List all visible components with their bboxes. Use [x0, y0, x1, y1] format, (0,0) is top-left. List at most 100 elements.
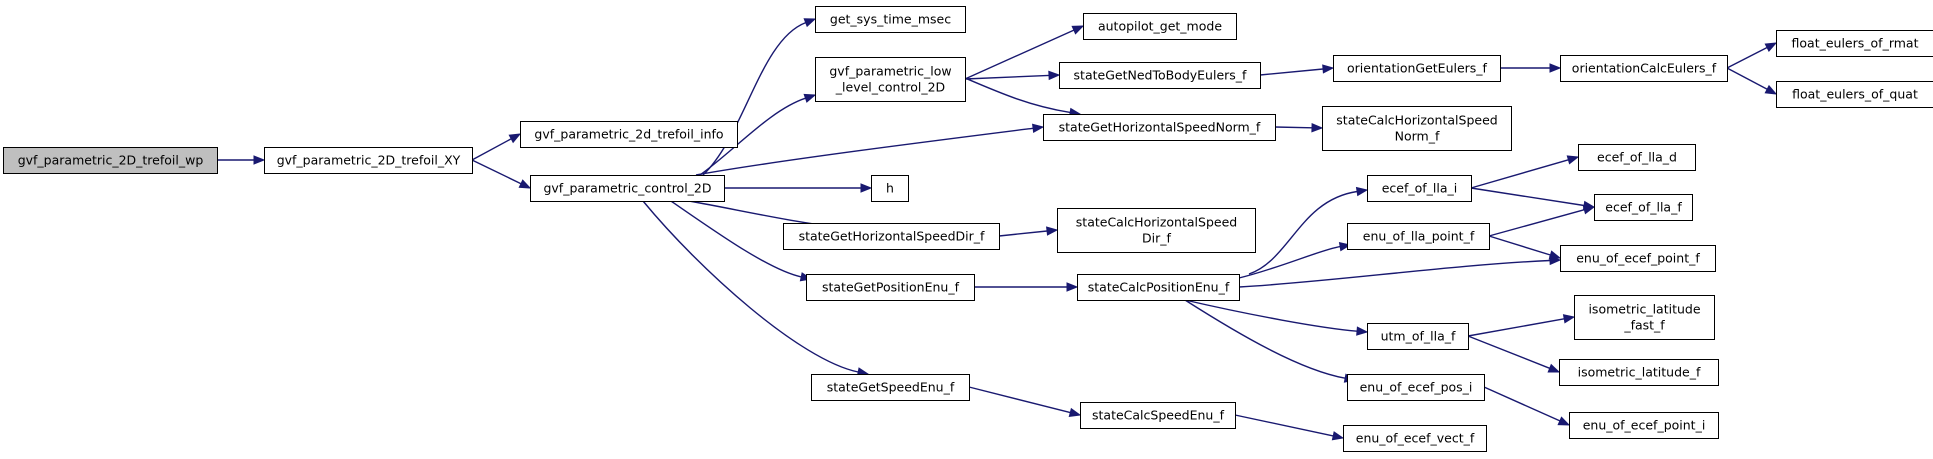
function-node-enu_lla_pt[interactable]: enu_of_lla_point_f — [1347, 223, 1490, 250]
arrowhead-time — [803, 18, 817, 28]
node-label: gvf_parametric_2d_trefoil_info — [534, 127, 723, 142]
function-node-calc_posenu[interactable]: stateCalcPositionEnu_f — [1077, 274, 1240, 301]
arrowhead-eul_quat — [1764, 84, 1778, 95]
function-node-calc_speedenu[interactable]: stateCalcSpeedEnu_f — [1080, 402, 1236, 429]
call-edge-ctrl-to-posenu — [670, 200, 802, 278]
function-node-eul_rmat[interactable]: float_eulers_of_rmat — [1776, 30, 1933, 57]
node-label: orientationCalcEulers_f — [1572, 61, 1717, 76]
node-box — [1594, 194, 1693, 221]
call-edge-orient_calc-to-eul_quat — [1726, 67, 1768, 90]
function-node-enu_ecef_vect[interactable]: enu_of_ecef_vect_f — [1343, 425, 1487, 452]
function-node-ecef_lla_f[interactable]: ecef_of_lla_f — [1594, 194, 1693, 221]
call-edge-nedbody-to-orient — [1259, 68, 1324, 76]
arrowhead-orient_calc — [1549, 63, 1562, 73]
node-label: h — [886, 181, 894, 196]
function-node-apmode[interactable]: autopilot_get_mode — [1083, 13, 1237, 40]
function-node-ecef_lla_i[interactable]: ecef_of_lla_i — [1367, 175, 1472, 202]
arrowhead-low — [803, 93, 817, 103]
function-node-wp[interactable]: gvf_parametric_2D_trefoil_wp — [3, 147, 218, 174]
node-label: enu_of_ecef_point_f — [1576, 251, 1700, 266]
node-label: ecef_of_lla_d — [1597, 150, 1677, 165]
call-edge-low-to-apmode — [964, 29, 1075, 80]
function-node-hsdir[interactable]: stateGetHorizontalSpeedDir_f — [783, 223, 1000, 250]
node-label: enu_of_ecef_point_i — [1583, 418, 1706, 433]
arrowhead-ctrl — [518, 179, 532, 189]
arrowhead-iso — [1547, 363, 1561, 373]
node-box — [1057, 208, 1256, 253]
function-nodes: gvf_parametric_2D_trefoil_wp gvf_parametr… — [3, 6, 1933, 452]
node-label: stateCalcPositionEnu_f — [1088, 280, 1230, 295]
node-box — [1574, 295, 1715, 340]
function-node-hsnorm[interactable]: stateGetHorizontalSpeedNorm_f — [1043, 114, 1276, 141]
arrowhead-calc_posenu — [1066, 282, 1079, 292]
call-edge-calc_posenu-to-ecef_lla_i — [1248, 190, 1358, 275]
node-label: gvf_parametric_low — [829, 64, 951, 79]
function-node-info[interactable]: gvf_parametric_2d_trefoil_info — [520, 121, 738, 148]
function-node-posenu[interactable]: stateGetPositionEnu_f — [806, 274, 975, 301]
call-edge-enu_lla_pt-to-enu_ecef_pt_f — [1488, 235, 1551, 256]
call-edge-ctrl-to-low — [699, 97, 806, 176]
arrowhead-info — [508, 133, 522, 144]
node-box — [1347, 374, 1485, 401]
node-box — [1776, 81, 1933, 108]
function-node-iso[interactable]: isometric_latitude_f — [1559, 359, 1719, 386]
arrowhead-enu_ecef_vect — [1331, 431, 1345, 441]
function-node-ctrl[interactable]: gvf_parametric_control_2D — [530, 175, 725, 202]
call-edge-speedenu-to-calc_speedenu — [968, 386, 1071, 414]
node-label: isometric_latitude_f — [1578, 365, 1701, 380]
node-box — [815, 6, 966, 33]
node-label: autopilot_get_mode — [1098, 19, 1222, 34]
function-node-iso_fast[interactable]: isometric_latitude_fast_f — [1574, 295, 1715, 340]
function-node-enu_ecef_pt_i[interactable]: enu_of_ecef_point_i — [1569, 412, 1719, 439]
node-label: gvf_parametric_control_2D — [543, 181, 711, 196]
node-box — [1322, 106, 1512, 151]
node-box — [1367, 175, 1472, 202]
node-box — [1560, 55, 1728, 82]
node-label: float_eulers_of_quat — [1792, 87, 1918, 102]
arrowhead-calc_speedenu — [1068, 407, 1082, 417]
node-label: stateGetHorizontalSpeedDir_f — [799, 229, 985, 244]
function-node-ecef_lla_d[interactable]: ecef_of_lla_d — [1578, 144, 1696, 171]
node-box — [520, 121, 738, 148]
node-label: ecef_of_lla_i — [1382, 181, 1458, 196]
node-label: utm_of_lla_f — [1381, 329, 1456, 344]
function-node-enu_ecef_pos_i[interactable]: enu_of_ecef_pos_i — [1347, 374, 1485, 401]
function-node-enu_ecef_pt_f[interactable]: enu_of_ecef_point_f — [1560, 245, 1716, 272]
call-edge-xy-to-info — [471, 138, 512, 161]
arrowhead-apmode — [1071, 25, 1085, 35]
call-edge-orient_calc-to-eul_rmat — [1726, 46, 1768, 69]
arrowhead-orient — [1322, 64, 1335, 74]
node-label: stateGetNedToBodyEulers_f — [1074, 68, 1248, 83]
function-node-utm_lla[interactable]: utm_of_lla_f — [1367, 323, 1469, 350]
call-edge-hsnorm-to-calc_hsnorm — [1274, 126, 1313, 129]
arrowhead-hsnorm — [1032, 123, 1045, 133]
function-node-h[interactable]: h — [871, 175, 909, 202]
function-node-low[interactable]: gvf_parametric_low_level_control_2D — [815, 57, 966, 102]
function-node-xy[interactable]: gvf_parametric_2D_trefoil_XY — [264, 147, 473, 174]
function-node-time[interactable]: get_sys_time_msec — [815, 6, 966, 33]
call-edge-low-to-hsnorm — [964, 77, 1071, 114]
function-node-orient[interactable]: orientationGetEulers_f — [1333, 55, 1501, 82]
node-box — [1347, 223, 1490, 250]
call-edge-calc_posenu-to-enu_ecef_pos_i — [1184, 299, 1346, 379]
node-box — [811, 374, 970, 401]
call-edge-xy-to-ctrl — [471, 159, 522, 185]
function-node-speedenu[interactable]: stateGetSpeedEnu_f — [811, 374, 970, 401]
node-label: Norm_f — [1395, 129, 1440, 144]
function-node-orient_calc[interactable]: orientationCalcEulers_f — [1560, 55, 1728, 82]
node-label: enu_of_lla_point_f — [1363, 229, 1475, 244]
node-box — [1080, 402, 1236, 429]
node-box — [1776, 30, 1933, 57]
function-node-nedbody[interactable]: stateGetNedToBodyEulers_f — [1059, 62, 1261, 89]
node-label: enu_of_ecef_pos_i — [1360, 380, 1473, 395]
call-edge-enu_lla_pt-to-ecef_lla_f — [1488, 209, 1585, 237]
node-label: orientationGetEulers_f — [1347, 61, 1488, 76]
node-box — [783, 223, 1000, 250]
node-label: stateGetHorizontalSpeedNorm_f — [1059, 120, 1261, 135]
function-node-eul_quat[interactable]: float_eulers_of_quat — [1776, 81, 1933, 108]
node-box — [1367, 323, 1469, 350]
node-box — [1578, 144, 1696, 171]
node-label: stateCalcHorizontalSpeed — [1076, 215, 1237, 230]
